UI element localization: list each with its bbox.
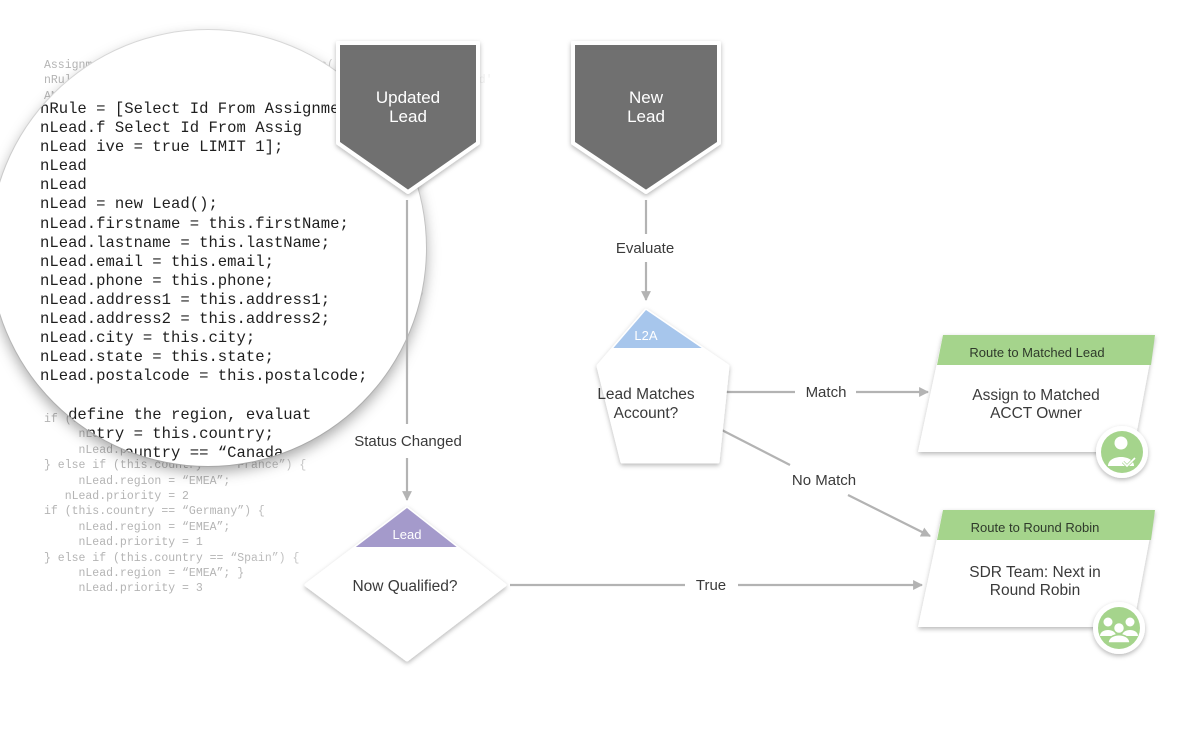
code-zoomed-line: nLead.address1 = this.address1; <box>40 290 331 309</box>
start-label-line2: Lead <box>389 107 427 126</box>
code-zoomed-line: // define the region, evaluat <box>40 405 312 424</box>
code-zoomed-line: nLead.phone = this.phone; <box>40 271 274 290</box>
connectors <box>402 200 931 590</box>
decision-tag-background <box>598 310 728 348</box>
decision-label-line1: Lead Matches <box>597 386 695 403</box>
decision-node-now-qualified[interactable]: Lead Now Qualified? <box>300 505 510 662</box>
code-zoomed-line: nLead.email = this.email; <box>40 252 274 271</box>
code-zoomed-line: nLead.firstname = this.firstName; <box>40 214 349 233</box>
edge-label-match: Match <box>806 384 847 401</box>
start-node-updated-lead[interactable]: Updated Lead <box>336 41 480 194</box>
start-label-line1: New <box>629 88 664 107</box>
decision-tag: L2A <box>634 328 657 343</box>
action-header-background <box>937 335 1155 365</box>
connector-account-nomatch-a <box>711 424 791 466</box>
action-body-line2: Round Robin <box>990 582 1080 599</box>
decision-node-lead-matches-account[interactable]: L2A Lead Matches Account? <box>590 308 740 464</box>
action-body-line1: Assign to Matched <box>972 387 1100 404</box>
edge-label-status-changed: Status Changed <box>354 433 462 450</box>
action-header-background <box>937 510 1155 540</box>
code-zoomed-line: nLead.f Select Id From Assig <box>40 119 303 138</box>
action-body-line2: ACCT Owner <box>990 405 1082 422</box>
code-zoomed-line: nLead.address2 = this.address2; <box>40 310 331 329</box>
team-group-icon <box>1093 602 1145 654</box>
code-zoomed-line: nLead.country == “Canada <box>40 443 284 462</box>
decision-label-line2: Account? <box>614 405 679 422</box>
code-zoomed-line: nLead.lastname = this.lastName; <box>40 233 331 252</box>
code-zoomed-line: nLead <box>40 157 87 176</box>
start-label-line1: Updated <box>376 88 440 107</box>
action-node-route-to-matched-lead[interactable]: Route to Matched Lead Assign to Matched … <box>918 335 1155 478</box>
edge-label-no-match: No Match <box>792 472 856 489</box>
code-zoomed-line: nLead <box>40 176 87 195</box>
user-check-icon <box>1096 426 1148 478</box>
start-label-line2: Lead <box>627 107 665 126</box>
code-zoomed-line: nLead.city = this.city; <box>40 329 256 348</box>
decision-label: Now Qualified? <box>352 578 457 595</box>
code-zoomed-line: nLead.state = this.state; <box>40 348 274 367</box>
edge-label-true: True <box>696 577 726 594</box>
code-zoomed-line: nLead ive = true LIMIT 1]; <box>40 138 284 157</box>
decision-tag: Lead <box>393 527 422 542</box>
start-shape <box>336 41 480 194</box>
action-body-line1: SDR Team: Next in <box>969 564 1101 581</box>
code-zoomed-line: nLead.postalcode = this.postalcode; <box>40 367 368 386</box>
action-header: Route to Round Robin <box>971 520 1100 535</box>
action-header: Route to Matched Lead <box>969 345 1104 360</box>
code-zoomed-line: country = this.country; <box>40 424 274 443</box>
start-node-new-lead[interactable]: New Lead <box>571 41 721 194</box>
edge-label-evaluate: Evaluate <box>616 240 674 257</box>
connector-account-nomatch-b <box>847 494 931 537</box>
start-shape <box>571 41 721 194</box>
action-node-route-to-round-robin[interactable]: Route to Round Robin SDR Team: Next in R… <box>918 510 1155 654</box>
code-zoomed-line: nLead = new Lead(); <box>40 195 218 214</box>
